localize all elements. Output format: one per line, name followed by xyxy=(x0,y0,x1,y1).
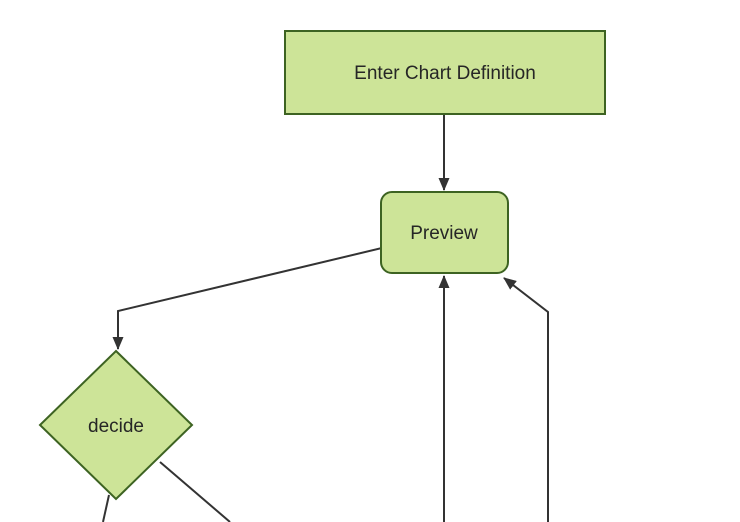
rounded-rectangle-shape xyxy=(380,191,509,274)
node-label: Preview xyxy=(410,223,478,244)
edge-offscreen-bottom-right-to-preview xyxy=(503,277,549,522)
node-label: decide xyxy=(88,416,144,437)
node-enter-chart-definition: Enter Chart Definition xyxy=(284,30,606,115)
edge-decide-to-offscreen-bottom-right xyxy=(159,461,231,522)
node-preview: Preview xyxy=(380,191,509,274)
edge-decide-to-offscreen-bottom-left xyxy=(102,494,110,522)
node-decide: decide xyxy=(38,349,194,501)
diamond-shape xyxy=(38,349,194,501)
node-label: Enter Chart Definition xyxy=(354,63,536,84)
edge-preview-to-decide xyxy=(112,247,383,350)
rectangle-shape xyxy=(284,30,606,115)
